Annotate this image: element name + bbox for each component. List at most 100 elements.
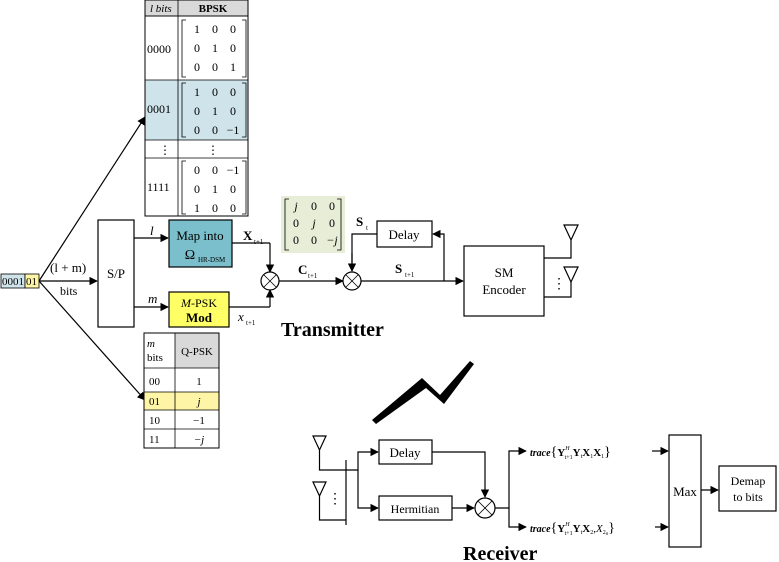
qpsk-row-symbol: j <box>195 396 200 408</box>
map-block <box>168 219 233 268</box>
matrix-entry: 0 <box>194 41 200 55</box>
matrix-entry: 1 <box>194 201 200 215</box>
matrix-bracket-right <box>242 19 247 78</box>
matrix-bracket-right <box>242 160 247 215</box>
diag-bracket-right <box>337 198 342 251</box>
bpsk-row-label: ⋮ <box>159 143 171 157</box>
qpsk-row-bits: 10 <box>149 415 161 427</box>
tx-antenna-dots: ⋮ <box>552 277 566 292</box>
diag-matrix-entry: j <box>292 199 298 213</box>
psk-label-line1: M-PSK <box>180 296 217 310</box>
qpsk-row-highlight <box>144 392 219 410</box>
matrix-entry: 0 <box>212 123 218 137</box>
rx-delay-block <box>378 439 433 465</box>
bpsk-header-col1: l bits <box>150 3 172 15</box>
diag-matrix-entry: 0 <box>293 233 299 247</box>
matrix-entry: 1 <box>230 60 236 74</box>
rx-antennas: ⋮ <box>312 435 347 525</box>
diag-matrix-entry: 0 <box>311 199 317 213</box>
matrix-bracket-left <box>181 19 186 78</box>
diag-bracket-left <box>284 198 289 251</box>
arrow-to-bpsk-table <box>38 116 146 282</box>
arrow-delay-to-rx-mult <box>432 451 490 498</box>
matrix-entry: 0 <box>212 163 218 177</box>
matrix-entry: 1 <box>212 182 218 196</box>
qpsk-row-symbol: −1 <box>193 415 205 427</box>
tx-antennas: ⋮ <box>544 224 579 298</box>
matrix-entry: 0 <box>194 60 200 74</box>
signal-St-sub: t <box>366 224 368 232</box>
matrix-entry: 0 <box>230 41 236 55</box>
matrix-entry: 0 <box>230 104 236 118</box>
max-block <box>668 434 702 548</box>
arrow-to-tx-delay <box>432 229 445 281</box>
branch-m-label: m <box>148 291 157 306</box>
qpsk-header-col1-line1: m <box>147 338 155 350</box>
signal-x-sub: t+1 <box>246 319 256 327</box>
matrix-entry: 0 <box>194 182 200 196</box>
diag-matrix-entry: j <box>310 216 316 230</box>
diag-matrix-box <box>281 196 345 253</box>
bpsk-row-dots: ⋮ <box>207 143 219 157</box>
matrix-entry: 1 <box>212 41 218 55</box>
receiver-label: Receiver <box>463 543 538 562</box>
arrow-to-qpsk-table <box>38 280 146 401</box>
matrix-entry: 0 <box>212 22 218 36</box>
matrix-entry: 0 <box>194 163 200 177</box>
qpsk-header-col1-line2: bits <box>147 352 163 364</box>
antenna-icon <box>563 266 579 284</box>
matrix-entry: 1 <box>194 22 200 36</box>
arrow-to-trace1 <box>495 446 527 509</box>
multiplier-tx-2 <box>342 271 362 291</box>
bpsk-row-label: 1111 <box>147 180 170 194</box>
bpsk-header-col2: BPSK <box>199 3 228 15</box>
qpsk-row-bits: 01 <box>149 396 160 408</box>
sm-encoder-block <box>463 245 545 317</box>
demap-block <box>718 465 777 512</box>
signal-C: C <box>298 262 307 277</box>
rx-antenna-dots: ⋮ <box>328 492 342 507</box>
sp-label: S/P <box>107 266 125 281</box>
arrow-to-hermitian <box>357 470 379 513</box>
antenna-icon <box>312 435 327 452</box>
matrix-entry: 0 <box>230 182 236 196</box>
matrix-entry: −1 <box>227 163 240 177</box>
matrix-entry: 0 <box>230 85 236 99</box>
matrix-entry: 0 <box>194 123 200 137</box>
psk-label-line2: Mod <box>186 310 213 325</box>
matrix-entry: 1 <box>194 85 200 99</box>
qpsk-row-bits: 11 <box>149 434 160 446</box>
antenna-icon <box>563 224 579 242</box>
split-label-top: (l + m) <box>50 260 86 275</box>
diag-matrix-entry: −j <box>326 233 338 247</box>
qpsk-row-symbol: 1 <box>196 376 202 388</box>
qpsk-row-bits: 00 <box>149 376 161 388</box>
signal-x: x <box>237 309 244 324</box>
bpsk-row-label: 0000 <box>147 42 171 56</box>
map-label-omega-sub: HR-DSM <box>198 256 226 264</box>
diag-matrix-entry: 0 <box>311 233 317 247</box>
matrix-entry: 0 <box>212 201 218 215</box>
qpsk-header-col2: Q-PSK <box>181 346 213 358</box>
demap-label-line1: Demap <box>731 474 766 488</box>
matrix-entry: 0 <box>194 104 200 118</box>
hermitian-label: Hermitian <box>391 502 440 516</box>
matrix-entry: 0 <box>230 22 236 36</box>
signal-St: S <box>356 214 363 229</box>
tx-delay-block <box>376 220 433 248</box>
signal-S-sub: t+1 <box>405 271 415 279</box>
wireless-link-icon <box>372 361 474 424</box>
sp-block <box>97 219 135 328</box>
multiplier-rx <box>474 497 496 519</box>
tx-delay-label: Delay <box>388 227 420 242</box>
multiplier-tx-1 <box>260 271 280 291</box>
demap-label-line2: to bits <box>733 490 763 504</box>
matrix-bracket-left <box>181 82 186 138</box>
